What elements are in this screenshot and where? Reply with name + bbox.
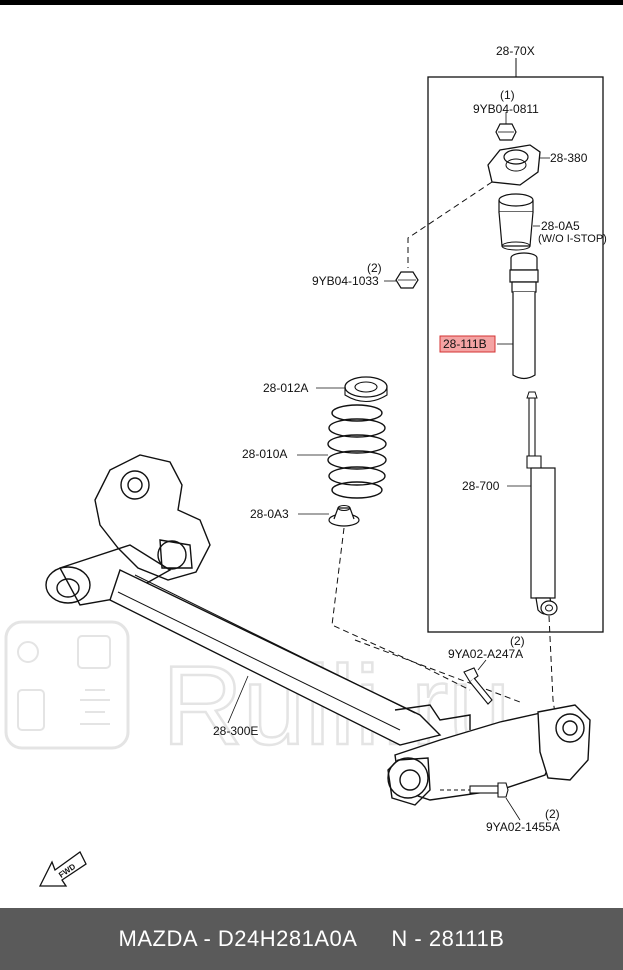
coil-spring: [297, 404, 387, 499]
label-bump-cap: 28-0A5: [541, 219, 580, 233]
label-bump-cap-note: (W/O I-STOP): [538, 233, 607, 245]
lower-bolt: [440, 782, 521, 821]
footer-number: N - 28111B: [391, 926, 505, 951]
upper-mount: [487, 144, 550, 186]
parts-diagram: Rulli.ru 28-70X (1) 9YB04-0811 28-380 28…: [4, 44, 607, 887]
label-lower-bolt-qty: (2): [545, 807, 560, 821]
upper-spring-seat: [316, 376, 388, 403]
label-upper-bolt-part: 9YA02-A247A: [448, 647, 523, 661]
label-boot: 28-111B: [443, 337, 487, 351]
label-assembly: 28-70X: [496, 44, 535, 58]
dust-boot: [497, 252, 539, 380]
label-lower-bolt-part: 9YA02-1455A: [486, 820, 560, 834]
top-border: [0, 0, 623, 5]
boot-label-highlight: [439, 335, 496, 353]
label-spring: 28-010A: [242, 447, 287, 461]
label-side-nut-qty: (2): [367, 261, 382, 275]
label-side-nut-part: 9YB04-1033: [312, 274, 379, 288]
label-top-nut-qty: (1): [500, 88, 515, 102]
top-nut: [495, 112, 517, 141]
torsion-beam: [45, 454, 591, 806]
side-nut: [384, 271, 419, 289]
label-upper-seat: 28-012A: [263, 381, 308, 395]
shock-absorber: [507, 391, 558, 616]
label-beam: 28-300E: [213, 724, 258, 738]
label-mount: 28-380: [550, 151, 588, 165]
label-lower-seat: 28-0A3: [250, 507, 289, 521]
footer-brand-part: MAZDA - D24H281A0A: [118, 926, 358, 951]
label-upper-bolt-qty: (2): [510, 634, 525, 648]
forward-arrow-icon: FWD: [38, 851, 87, 887]
bump-cap: [498, 193, 540, 251]
label-shock: 28-700: [462, 479, 500, 493]
label-top-nut-part: 9YB04-0811: [473, 102, 539, 116]
lower-spring-seat: [298, 505, 360, 527]
upper-bolt: [463, 659, 493, 705]
footer-bar: MAZDA - D24H281A0A N - 28111B: [0, 908, 623, 970]
